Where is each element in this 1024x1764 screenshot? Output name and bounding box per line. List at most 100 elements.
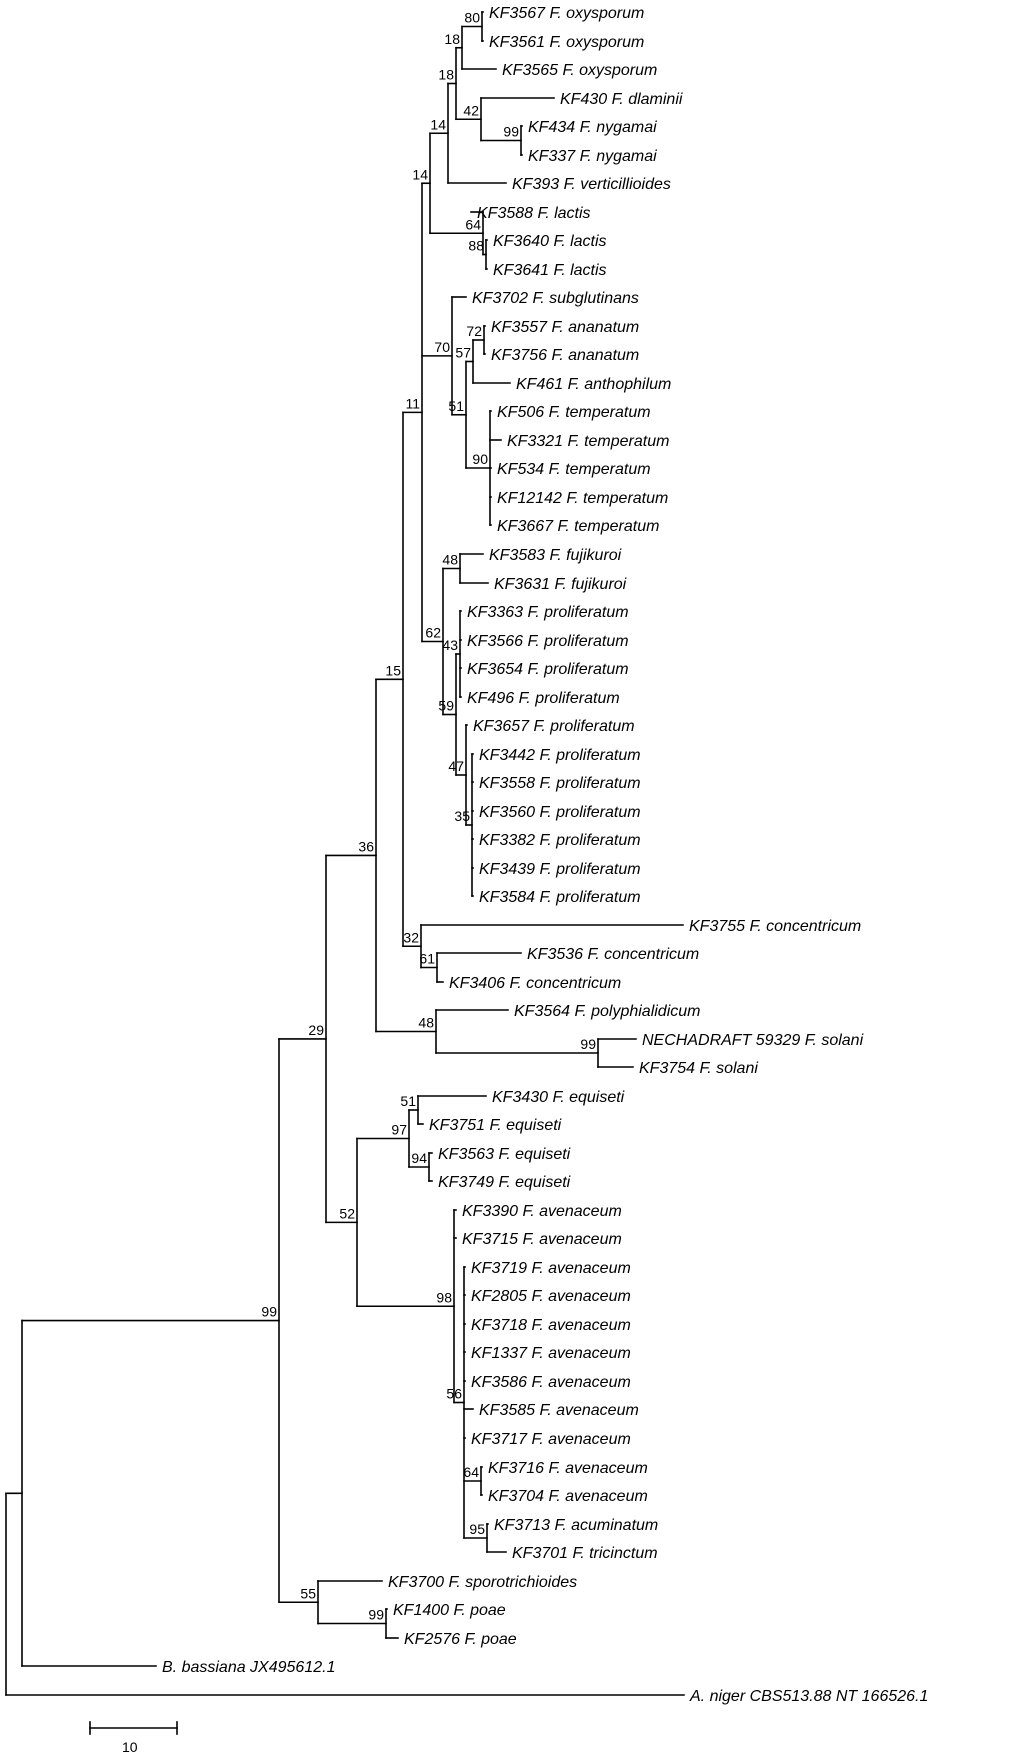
bootstrap-value: 29 — [308, 1022, 324, 1038]
bootstrap-value: 94 — [411, 1150, 427, 1166]
taxon-label-kf3704-f-avenaceum: KF3704 F. avenaceum — [488, 1488, 648, 1505]
bootstrap-value: 18 — [438, 67, 454, 83]
taxon-label-b-bassiana-jx495612-1: B. bassiana JX495612.1 — [162, 1659, 335, 1676]
bootstrap-value: 43 — [442, 637, 458, 653]
bootstrap-value: 99 — [368, 1607, 384, 1623]
bootstrap-value: 52 — [339, 1205, 355, 1221]
bootstrap-value: 64 — [465, 216, 481, 232]
taxon-label-kf3536-f-concentricum: KF3536 F. concentricum — [527, 946, 699, 963]
taxon-label-kf3719-f-avenaceum: KF3719 F. avenaceum — [471, 1260, 631, 1277]
bootstrap-value: 51 — [400, 1093, 416, 1109]
taxon-label-kf461-f-anthophilum: KF461 F. anthophilum — [516, 376, 671, 393]
bootstrap-value: 57 — [455, 345, 471, 361]
taxon-label-kf3702-f-subglutinans: KF3702 F. subglutinans — [472, 290, 639, 307]
taxon-label-kf3715-f-avenaceum: KF3715 F. avenaceum — [462, 1231, 622, 1248]
bootstrap-value: 90 — [472, 451, 488, 467]
taxon-label-kf3321-f-temperatum: KF3321 F. temperatum — [507, 433, 669, 450]
bootstrap-value: 62 — [425, 625, 441, 641]
bootstrap-value: 99 — [580, 1036, 596, 1052]
bootstrap-value: 55 — [300, 1585, 316, 1601]
bootstrap-values: 8018994218148864147257905170484335475962… — [261, 10, 596, 1623]
bootstrap-value: 32 — [403, 929, 419, 945]
taxon-label-kf12142-f-temperatum: KF12142 F. temperatum — [497, 490, 668, 507]
taxon-label-kf3567-f-oxysporum: KF3567 F. oxysporum — [489, 5, 644, 22]
taxon-label-kf3583-f-fujikuroi: KF3583 F. fujikuroi — [489, 547, 622, 564]
taxon-label-kf2805-f-avenaceum: KF2805 F. avenaceum — [471, 1288, 631, 1305]
bootstrap-value: 48 — [442, 552, 458, 568]
bootstrap-value: 97 — [391, 1122, 407, 1138]
taxon-label-a-niger-cbs513-88-nt-166526-1: A. niger CBS513.88 NT 166526.1 — [689, 1688, 928, 1705]
scale-bar: 10 — [89, 1721, 178, 1755]
taxon-label-kf506-f-temperatum: KF506 F. temperatum — [497, 404, 651, 421]
taxon-label-kf3718-f-avenaceum: KF3718 F. avenaceum — [471, 1317, 631, 1334]
taxon-label-kf3557-f-ananatum: KF3557 F. ananatum — [491, 319, 639, 336]
taxon-label-kf3751-f-equiseti: KF3751 F. equiseti — [429, 1117, 562, 1134]
taxon-label-kf3565-f-oxysporum: KF3565 F. oxysporum — [502, 62, 657, 79]
taxon-label-kf3430-f-equiseti: KF3430 F. equiseti — [492, 1089, 625, 1106]
tree-branches — [5, 11, 685, 1696]
bootstrap-value: 70 — [434, 339, 450, 355]
bootstrap-value: 72 — [466, 323, 482, 339]
taxon-label-kf337-f-nygamai: KF337 F. nygamai — [528, 148, 657, 165]
taxon-label-kf496-f-proliferatum: KF496 F. proliferatum — [467, 690, 620, 707]
bootstrap-value: 18 — [444, 31, 460, 47]
taxon-label-kf3701-f-tricinctum: KF3701 F. tricinctum — [512, 1545, 658, 1562]
taxon-label-kf3585-f-avenaceum: KF3585 F. avenaceum — [479, 1402, 639, 1419]
taxon-label-kf1337-f-avenaceum: KF1337 F. avenaceum — [471, 1345, 631, 1362]
taxon-label-kf3406-f-concentricum: KF3406 F. concentricum — [449, 975, 621, 992]
bootstrap-value: 15 — [385, 662, 401, 678]
taxon-labels: A. niger CBS513.88 NT 166526.1 B. bassian… — [162, 5, 928, 1705]
taxon-label-kf3641-f-lactis: KF3641 F. lactis — [493, 262, 607, 279]
bootstrap-value: 56 — [446, 1386, 462, 1402]
taxon-label-kf3439-f-proliferatum: KF3439 F. proliferatum — [479, 861, 641, 878]
taxon-label-kf3390-f-avenaceum: KF3390 F. avenaceum — [462, 1203, 622, 1220]
taxon-label-kf3560-f-proliferatum: KF3560 F. proliferatum — [479, 804, 641, 821]
bootstrap-value: 35 — [454, 808, 470, 824]
taxon-label-nechadraft-59329-f-solani: NECHADRAFT 59329 F. solani — [642, 1032, 864, 1049]
scale-bar-label: 10 — [122, 1739, 138, 1755]
bootstrap-value: 42 — [463, 102, 479, 118]
bootstrap-value: 88 — [468, 238, 484, 254]
taxon-label-kf3755-f-concentricum: KF3755 F. concentricum — [689, 918, 861, 935]
taxon-label-kf3749-f-equiseti: KF3749 F. equiseti — [438, 1174, 571, 1191]
taxon-label-kf3564-f-polyphialidicum: KF3564 F. polyphialidicum — [514, 1003, 700, 1020]
taxon-label-kf3654-f-proliferatum: KF3654 F. proliferatum — [467, 661, 629, 678]
taxon-label-kf3584-f-proliferatum: KF3584 F. proliferatum — [479, 889, 641, 906]
taxon-label-kf3563-f-equiseti: KF3563 F. equiseti — [438, 1146, 571, 1163]
taxon-label-kf3382-f-proliferatum: KF3382 F. proliferatum — [479, 832, 641, 849]
bootstrap-value: 11 — [405, 395, 420, 411]
bootstrap-value: 61 — [419, 951, 435, 967]
taxon-label-kf3754-f-solani: KF3754 F. solani — [639, 1060, 758, 1077]
bootstrap-value: 14 — [412, 166, 428, 182]
taxon-label-kf3717-f-avenaceum: KF3717 F. avenaceum — [471, 1431, 631, 1448]
taxon-label-kf2576-f-poae: KF2576 F. poae — [404, 1631, 517, 1648]
taxon-label-kf3588-f-lactis: KF3588 F. lactis — [477, 205, 591, 222]
taxon-label-kf3586-f-avenaceum: KF3586 F. avenaceum — [471, 1374, 631, 1391]
taxon-label-kf3700-f-sporotrichioides: KF3700 F. sporotrichioides — [388, 1574, 577, 1591]
taxon-label-kf393-f-verticillioides: KF393 F. verticillioides — [512, 176, 671, 193]
taxon-label-kf3713-f-acuminatum: KF3713 F. acuminatum — [494, 1517, 658, 1534]
bootstrap-value: 14 — [430, 116, 446, 132]
bootstrap-value: 99 — [261, 1304, 277, 1320]
bootstrap-value: 36 — [358, 838, 374, 854]
taxon-label-kf3657-f-proliferatum: KF3657 F. proliferatum — [473, 718, 635, 735]
taxon-label-kf3631-f-fujikuroi: KF3631 F. fujikuroi — [494, 576, 627, 593]
bootstrap-value: 48 — [418, 1015, 434, 1031]
taxon-label-kf3566-f-proliferatum: KF3566 F. proliferatum — [467, 633, 629, 650]
taxon-label-kf430-f-dlaminii: KF430 F. dlaminii — [560, 91, 683, 108]
bootstrap-value: 59 — [438, 698, 454, 714]
bootstrap-value: 99 — [503, 124, 519, 140]
taxon-label-kf3561-f-oxysporum: KF3561 F. oxysporum — [489, 34, 644, 51]
bootstrap-value: 98 — [436, 1289, 452, 1305]
taxon-label-kf534-f-temperatum: KF534 F. temperatum — [497, 461, 651, 478]
bootstrap-value: 95 — [469, 1521, 485, 1537]
taxon-label-kf3442-f-proliferatum: KF3442 F. proliferatum — [479, 747, 641, 764]
taxon-label-kf3558-f-proliferatum: KF3558 F. proliferatum — [479, 775, 641, 792]
taxon-label-kf3363-f-proliferatum: KF3363 F. proliferatum — [467, 604, 629, 621]
taxon-label-kf434-f-nygamai: KF434 F. nygamai — [528, 119, 657, 136]
taxon-label-kf3716-f-avenaceum: KF3716 F. avenaceum — [488, 1460, 648, 1477]
taxon-label-kf3756-f-ananatum: KF3756 F. ananatum — [491, 347, 639, 364]
bootstrap-value: 80 — [464, 10, 480, 26]
bootstrap-value: 51 — [448, 398, 464, 414]
